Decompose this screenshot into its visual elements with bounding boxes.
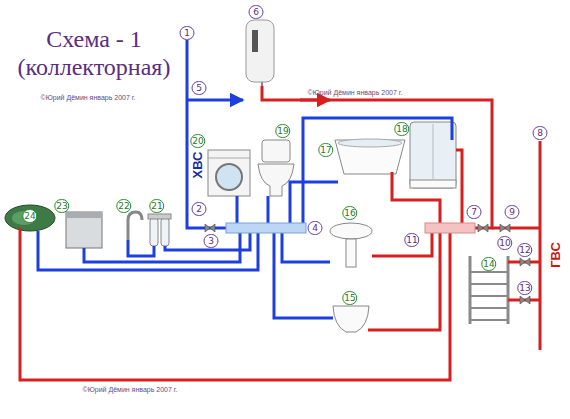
hot-manifold — [425, 223, 475, 233]
washbasin — [330, 223, 372, 267]
pipe-label: ГВС — [549, 242, 563, 268]
callout-number: 8 — [533, 126, 548, 140]
callout-number: 15 — [342, 291, 357, 305]
shower-cabin — [410, 122, 456, 188]
callout-number: 12 — [517, 243, 532, 257]
callout-number: 17 — [318, 143, 333, 157]
callout-number: 16 — [342, 206, 357, 220]
diagram-title: Схема - 1 (коллекторная) — [8, 26, 180, 81]
callout-number: 1 — [180, 26, 195, 40]
cold-water-pipes — [38, 40, 452, 318]
bathtub — [335, 139, 405, 174]
hot-water-pipes — [20, 86, 540, 380]
dishwasher — [66, 212, 102, 248]
callout-number: 7 — [467, 205, 482, 219]
callout-number: 4 — [308, 221, 323, 235]
valves — [205, 224, 530, 304]
callout-number: 3 — [204, 234, 219, 248]
callout-number: 11 — [404, 233, 419, 247]
boiler — [246, 20, 274, 86]
callout-number: 18 — [394, 122, 409, 136]
callout-number: 19 — [275, 124, 290, 138]
callout-number: 10 — [497, 236, 512, 250]
towel-dryer — [470, 256, 508, 324]
callout-number: 6 — [249, 5, 264, 19]
callout-number: 21 — [149, 199, 164, 213]
callout-number: 22 — [116, 199, 131, 213]
kitchen-sink — [5, 205, 55, 231]
pipe-label: ХВС — [191, 152, 205, 179]
callout-number: 9 — [505, 205, 520, 219]
callout-number: 13 — [517, 281, 532, 295]
copyright-note: ©Юрий Дёмин январь 2007 г. — [308, 88, 403, 97]
copyright-note: ©Юрий Дёмин январь 2007 г. — [83, 385, 178, 394]
callout-number: 23 — [54, 199, 69, 213]
callout-number: 20 — [190, 134, 205, 148]
callout-number: 2 — [192, 202, 207, 216]
faucet — [128, 212, 142, 240]
water-filter — [148, 214, 171, 246]
washing-machine — [208, 150, 250, 196]
copyright-note: ©Юрий Дёмин январь 2007 г. — [41, 93, 136, 102]
callout-number: 5 — [192, 81, 207, 95]
cold-manifold — [226, 223, 306, 233]
callout-number: 14 — [481, 257, 496, 271]
bidet — [333, 306, 369, 332]
